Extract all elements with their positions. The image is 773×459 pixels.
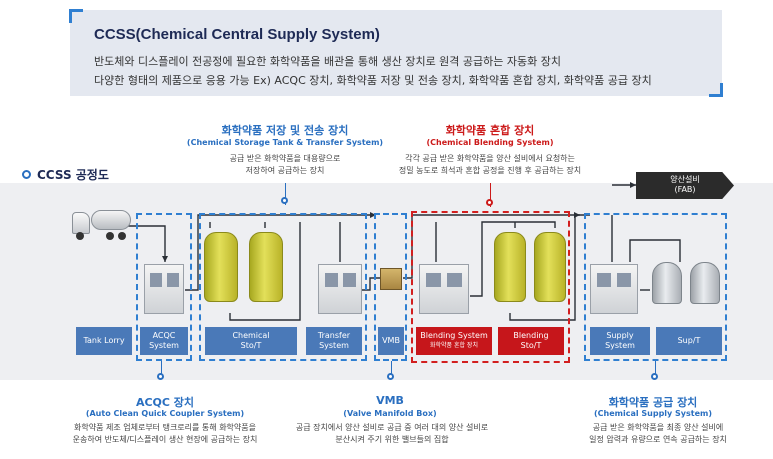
stage-label-supply-line-1: Supply — [606, 331, 634, 340]
blending-section-description: 각각 공급 받은 화학약품을 양산 설비에서 요청하는 정밀 농도로 희석과 혼… — [375, 153, 605, 177]
storage-section-subtitle: (Chemical Storage Tank & Transfer System… — [186, 138, 384, 147]
vmb-dashed-container — [374, 213, 407, 361]
cabinet-window — [597, 273, 611, 287]
stage-label-acqc-line-1: ACQC — [152, 331, 176, 340]
cabinet-window — [150, 273, 162, 287]
header-card: CCSS(Chemical Central Supply System) 반도체… — [69, 9, 723, 97]
cabinet-window — [167, 273, 179, 287]
blending-connector-dot — [486, 199, 493, 206]
stage-label-blending-sto-t: Blending Sto/T — [498, 327, 564, 355]
stage-label-blending-system-line-2: 화학약품 혼합 장치 — [430, 342, 478, 349]
acqc-desc-line-2: 운송하여 반도체/디스플레이 생산 현장에 공급하는 장치 — [72, 435, 258, 444]
storage-dashed-container — [199, 213, 367, 361]
acqc-cabinet — [144, 264, 184, 314]
transfer-cabinet — [318, 264, 362, 314]
stage-label-chemical-line-1: Chemical — [232, 331, 270, 340]
supply-desc-line-2: 일정 압력과 유량으로 연속 공급하는 장치 — [589, 435, 727, 444]
acqc-connector-dot — [157, 373, 164, 380]
acqc-desc-line-1: 화학약품 제조 업체로부터 탱크로리를 통해 화학약품을 — [74, 423, 256, 432]
supply-connector-line — [655, 361, 656, 375]
supply-dashed-container — [584, 213, 727, 361]
blending-connector-line — [490, 183, 491, 207]
tank-lorry-truck — [72, 210, 132, 240]
acqc-section-description: 화학약품 제조 업체로부터 탱크로리를 통해 화학약품을 운송하여 반도체/디스… — [50, 422, 280, 446]
stage-label-chemical-sto-t: Chemical Sto/T — [205, 327, 297, 355]
supply-section-description: 공급 받은 화학약품을 최종 양산 설비에 일정 압력과 유량으로 연속 공급하… — [568, 422, 748, 446]
storage-section-title: 화학약품 저장 및 전송 장치 — [221, 124, 349, 137]
truck-cab — [72, 212, 90, 234]
cabinet-window — [426, 273, 441, 287]
storage-connector-line — [285, 183, 286, 205]
vmb-section-subtitle: (Valve Manifold Box) — [343, 409, 437, 418]
vmb-connector-dot — [387, 373, 394, 380]
truck-wheel — [106, 232, 114, 240]
supply-connector-dot — [651, 373, 658, 380]
stage-label-blending-system-line-1: Blending System — [420, 331, 488, 340]
header-description-line-1: 반도체와 디스플레이 전공정에 필요한 화학약품을 배관을 통해 생산 장치로 … — [94, 55, 561, 68]
supply-tank — [690, 262, 720, 304]
truck-wheel — [118, 232, 126, 240]
chemical-storage-tank — [249, 232, 283, 302]
stage-label-chemical-line-2: Sto/T — [240, 341, 262, 350]
stage-label-blending-system: Blending System 화학약품 혼합 장치 — [416, 327, 492, 355]
vmb-desc-line-2: 분산시켜 주기 위한 밸브들의 집합 — [335, 435, 449, 444]
acqc-section-title: ACQC 장치 — [135, 396, 195, 409]
acqc-dashed-container — [136, 213, 192, 361]
storage-desc-line-1: 공급 받은 화학약품을 대용량으로 — [229, 154, 341, 163]
stage-label-vmb: VMB — [378, 327, 404, 355]
corner-accent-top-left — [69, 9, 83, 23]
stage-label-sup-t: Sup/T — [656, 327, 722, 355]
stage-label-acqc: ACQC System — [140, 327, 188, 355]
stage-label-supply-system: Supply System — [590, 327, 650, 355]
stage-label-transfer-line-1: Transfer — [317, 331, 351, 340]
storage-section-description: 공급 받은 화학약품을 대용량으로 저장하여 공급하는 장치 — [200, 153, 370, 177]
blending-section-subtitle: (Chemical Blending System) — [426, 138, 554, 147]
stage-label-transfer-system: Transfer System — [306, 327, 362, 355]
supply-tank — [652, 262, 682, 304]
storage-connector-dot — [281, 197, 288, 204]
fab-label-line-2: (FAB) — [674, 185, 696, 194]
vmb-valve-box — [380, 268, 402, 290]
supply-system-cabinet — [590, 264, 638, 314]
blending-system-cabinet — [419, 264, 469, 314]
vmb-section-title: VMB — [376, 394, 404, 407]
blending-desc-line-2: 정밀 농도로 희석과 혼합 공정을 진행 후 공급하는 장치 — [398, 166, 582, 175]
cabinet-window — [325, 273, 338, 287]
blending-desc-line-1: 각각 공급 받은 화학약품을 양산 설비에서 요청하는 — [405, 154, 575, 163]
blending-storage-tank — [534, 232, 566, 302]
cabinet-window — [447, 273, 462, 287]
fab-label-line-1: 양산설비 — [670, 175, 700, 184]
header-description-line-2: 다양한 형태의 제품으로 응용 가능 Ex) ACQC 장치, 화학약품 저장 … — [94, 74, 652, 87]
fab-arrow-box: 양산설비 (FAB) — [636, 172, 734, 199]
process-diagram-title-text: CCSS 공정도 — [37, 168, 109, 182]
storage-desc-line-2: 저장하여 공급하는 장치 — [245, 166, 325, 175]
chemical-storage-tank — [204, 232, 238, 302]
blending-section-title: 화학약품 혼합 장치 — [445, 124, 535, 137]
vmb-connector-line — [391, 361, 392, 375]
acqc-section-subtitle: (Auto Clean Quick Coupler System) — [85, 409, 245, 418]
acqc-connector-line — [161, 361, 162, 375]
truck-wheel — [76, 232, 84, 240]
stage-label-tank-lorry: Tank Lorry — [76, 327, 132, 355]
stage-label-blending-sto-line-1: Blending — [513, 331, 549, 340]
blending-dashed-container — [411, 211, 570, 363]
supply-section-subtitle: (Chemical Supply System) — [593, 409, 713, 418]
page-title: CCSS(Chemical Central Supply System) — [94, 26, 380, 43]
supply-desc-line-1: 공급 받은 화학약품을 최종 양산 설비에 — [592, 423, 724, 432]
vmb-section-description: 공급 장치에서 양산 설비로 공급 중 여러 대의 양산 설비로 분산시켜 주기… — [272, 422, 512, 446]
blending-storage-tank — [494, 232, 526, 302]
supply-section-title: 화학약품 공급 장치 — [608, 396, 698, 409]
cabinet-window — [617, 273, 631, 287]
vmb-desc-line-1: 공급 장치에서 양산 설비로 공급 중 여러 대의 양산 설비로 — [295, 423, 489, 432]
stage-label-acqc-line-2: System — [149, 341, 179, 350]
stage-label-blending-sto-line-2: Sto/T — [520, 341, 542, 350]
process-diagram-title: CCSS 공정도 — [22, 166, 109, 183]
stage-label-supply-line-2: System — [605, 341, 635, 350]
cabinet-window — [343, 273, 356, 287]
ring-marker-icon — [22, 170, 31, 179]
corner-accent-bottom-right — [709, 83, 723, 97]
stage-label-transfer-line-2: System — [319, 341, 349, 350]
truck-tank — [91, 210, 131, 230]
